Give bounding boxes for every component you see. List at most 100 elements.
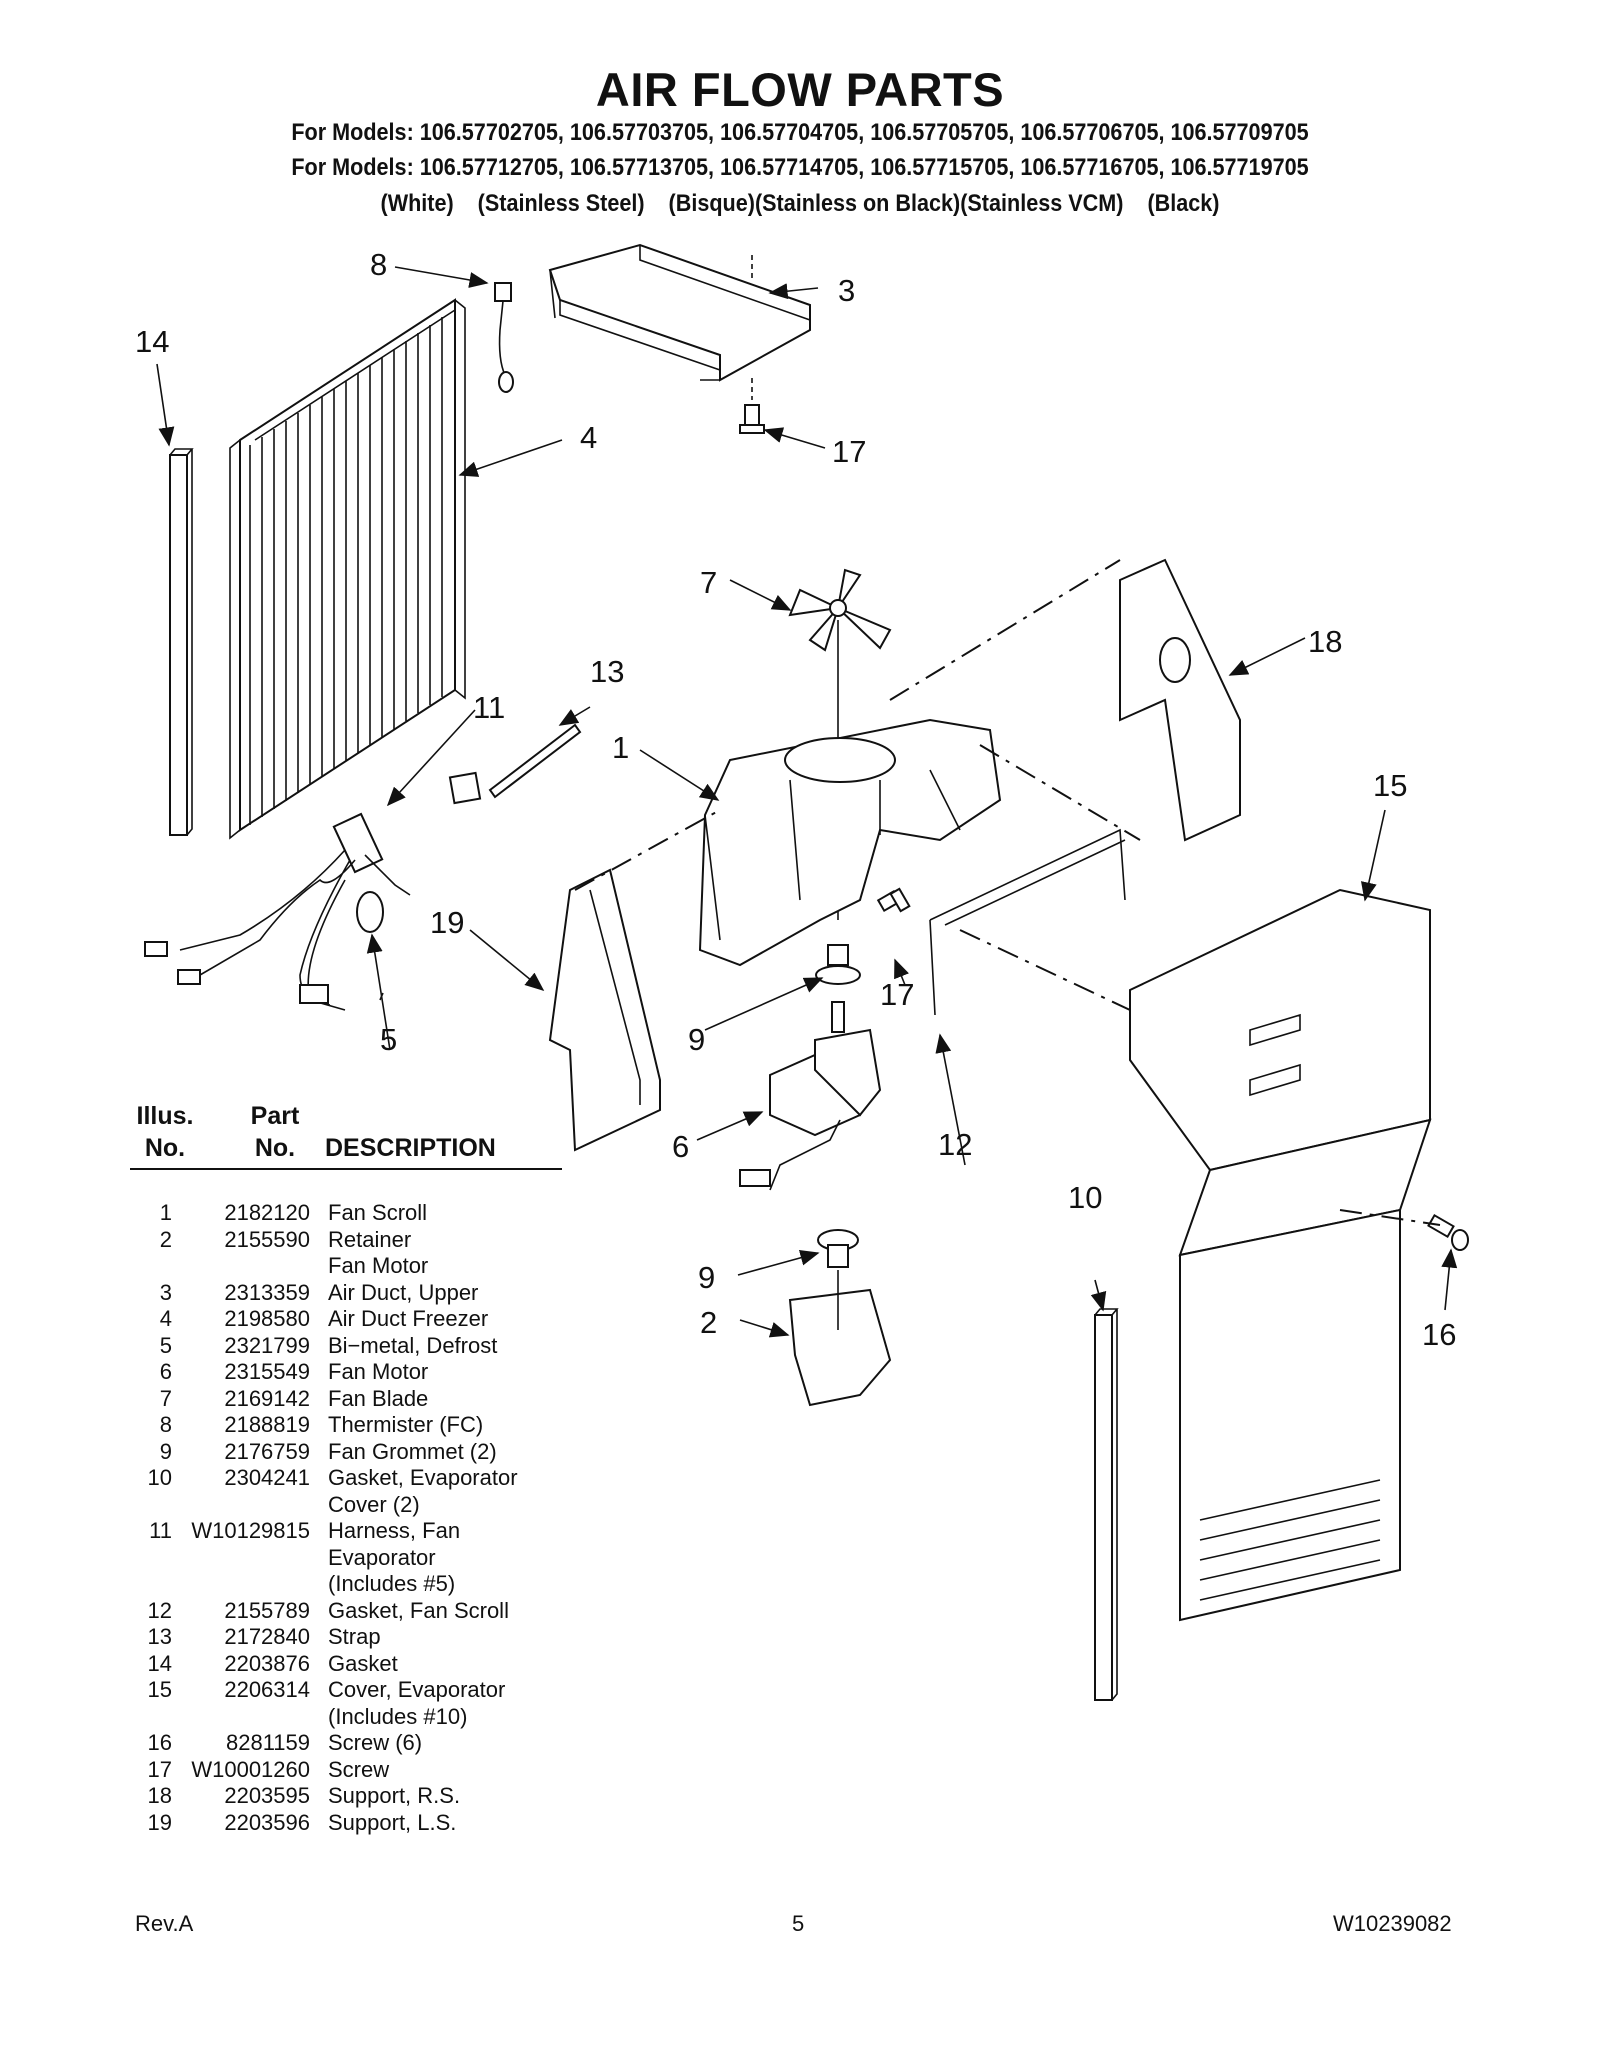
callout-14: 14 (135, 324, 169, 359)
part-no: W10001260 (191, 1756, 310, 1782)
part-no: 8281159 (225, 1730, 310, 1755)
part-no: 2313359 (224, 1279, 310, 1305)
part-no: 2198580 (224, 1306, 310, 1331)
table-row: 19 2203596 Support, L.S. (130, 1810, 570, 1837)
header-part-line-2: No. (254, 1134, 296, 1162)
description: Evaporator (328, 1544, 436, 1570)
description: Gasket, Evaporator (328, 1465, 518, 1490)
callout-9-upper: 9 (688, 1022, 705, 1057)
table-row: 6 2315549 Fan Motor (130, 1359, 570, 1386)
harness-11-part (144, 812, 411, 1011)
callout-2: 2 (700, 1305, 717, 1340)
description: Air Duct, Upper (328, 1279, 479, 1305)
part-no: 2176759 (224, 1438, 310, 1464)
description: (Includes #10) (328, 1703, 468, 1729)
air-duct-upper-3-part (548, 243, 811, 382)
illus-no: 7 (159, 1385, 172, 1411)
description: Gasket, Fan Scroll (328, 1597, 509, 1623)
illus-no: 5 (159, 1332, 172, 1358)
illus-no: 12 (147, 1597, 172, 1623)
header-part-line-1: Part (250, 1102, 300, 1130)
part-no: 2172840 (224, 1624, 310, 1649)
illus-no: 6 (159, 1359, 172, 1384)
description: Air Duct Freezer (328, 1306, 489, 1331)
description: Fan Motor (328, 1359, 429, 1384)
callout-12: 12 (938, 1127, 972, 1162)
part-no: 2188819 (224, 1412, 310, 1437)
description: Bi−metal, Defrost (328, 1332, 498, 1358)
header-part-no: Part No. (225, 1100, 325, 1164)
support-left-19-part (548, 868, 661, 1152)
illus-no: 9 (159, 1438, 172, 1464)
fan-blade-7-part (788, 568, 892, 920)
description: Cover, Evaporator (328, 1677, 506, 1702)
callout-16: 16 (1422, 1317, 1456, 1352)
table-row: 10 2304241 Gasket, Evaporator (130, 1465, 570, 1492)
screw-17-top-part (739, 255, 765, 434)
callout-1: 1 (612, 730, 629, 765)
table-row: 17 W10001260 Screw (130, 1757, 570, 1784)
part-no: 2169142 (224, 1385, 310, 1411)
illus-no: 4 (159, 1306, 172, 1331)
gasket-14-part (169, 448, 194, 836)
part-no: 2203596 (224, 1809, 310, 1835)
callout-18: 18 (1308, 624, 1342, 659)
illus-no: 10 (147, 1465, 172, 1490)
callout-10: 10 (1068, 1180, 1102, 1215)
description: Harness, Fan (328, 1518, 461, 1543)
fan-motor-6-part (739, 1001, 882, 1191)
document-number: W10239082 (1333, 1911, 1452, 1936)
callout-13: 13 (590, 654, 624, 689)
table-row: (Includes #5) (130, 1571, 570, 1598)
table-row: Fan Motor (130, 1253, 570, 1280)
support-right-18-part (1119, 558, 1241, 842)
illus-no: 18 (147, 1783, 172, 1808)
fan-grommet-9-lower-part (817, 1229, 859, 1268)
table-row: 7 2169142 Fan Blade (130, 1386, 570, 1413)
description: Screw (328, 1756, 390, 1782)
screw-17-mid-part (876, 887, 911, 913)
callout-11: 11 (473, 690, 505, 725)
illus-no: 19 (147, 1809, 172, 1835)
part-no: 2315549 (224, 1359, 310, 1384)
callout-4: 4 (580, 420, 597, 455)
table-row: Cover (2) (130, 1492, 570, 1519)
table-row: 4 2198580 Air Duct Freezer (130, 1306, 570, 1333)
callout-17-top: 17 (832, 434, 866, 469)
callout-3: 3 (838, 273, 855, 308)
illus-no: 17 (147, 1756, 172, 1782)
callout-7: 7 (700, 565, 717, 600)
description: Support, L.S. (328, 1809, 457, 1835)
assembly-lines (574, 559, 1441, 1226)
description: (Includes #5) (328, 1571, 456, 1596)
screw-16-part (1427, 1213, 1469, 1251)
table-row: 3 2313359 Air Duct, Upper (130, 1280, 570, 1307)
description: Fan Blade (328, 1385, 429, 1411)
gasket-fan-scroll-12-part (929, 828, 1126, 1016)
part-no: 2203595 (224, 1783, 310, 1808)
part-no: 2304241 (224, 1465, 310, 1490)
illus-no: 1 (159, 1200, 172, 1225)
illus-no: 3 (159, 1279, 172, 1305)
description: Fan Scroll (328, 1200, 428, 1225)
part-no: 2155789 (224, 1597, 310, 1623)
description: Fan Motor (328, 1253, 429, 1278)
illus-no: 8 (159, 1412, 172, 1437)
cover-evaporator-15-part (1129, 888, 1432, 1622)
fan-scroll-1-part (698, 718, 1002, 967)
callout-6: 6 (672, 1129, 689, 1164)
illus-no: 14 (147, 1650, 172, 1676)
air-duct-freezer-4-part (229, 298, 466, 840)
callout-15: 15 (1373, 768, 1407, 803)
illus-no: 13 (147, 1624, 172, 1649)
header-illus-line-1: Illus. (136, 1102, 194, 1130)
illus-no: 11 (149, 1518, 172, 1543)
